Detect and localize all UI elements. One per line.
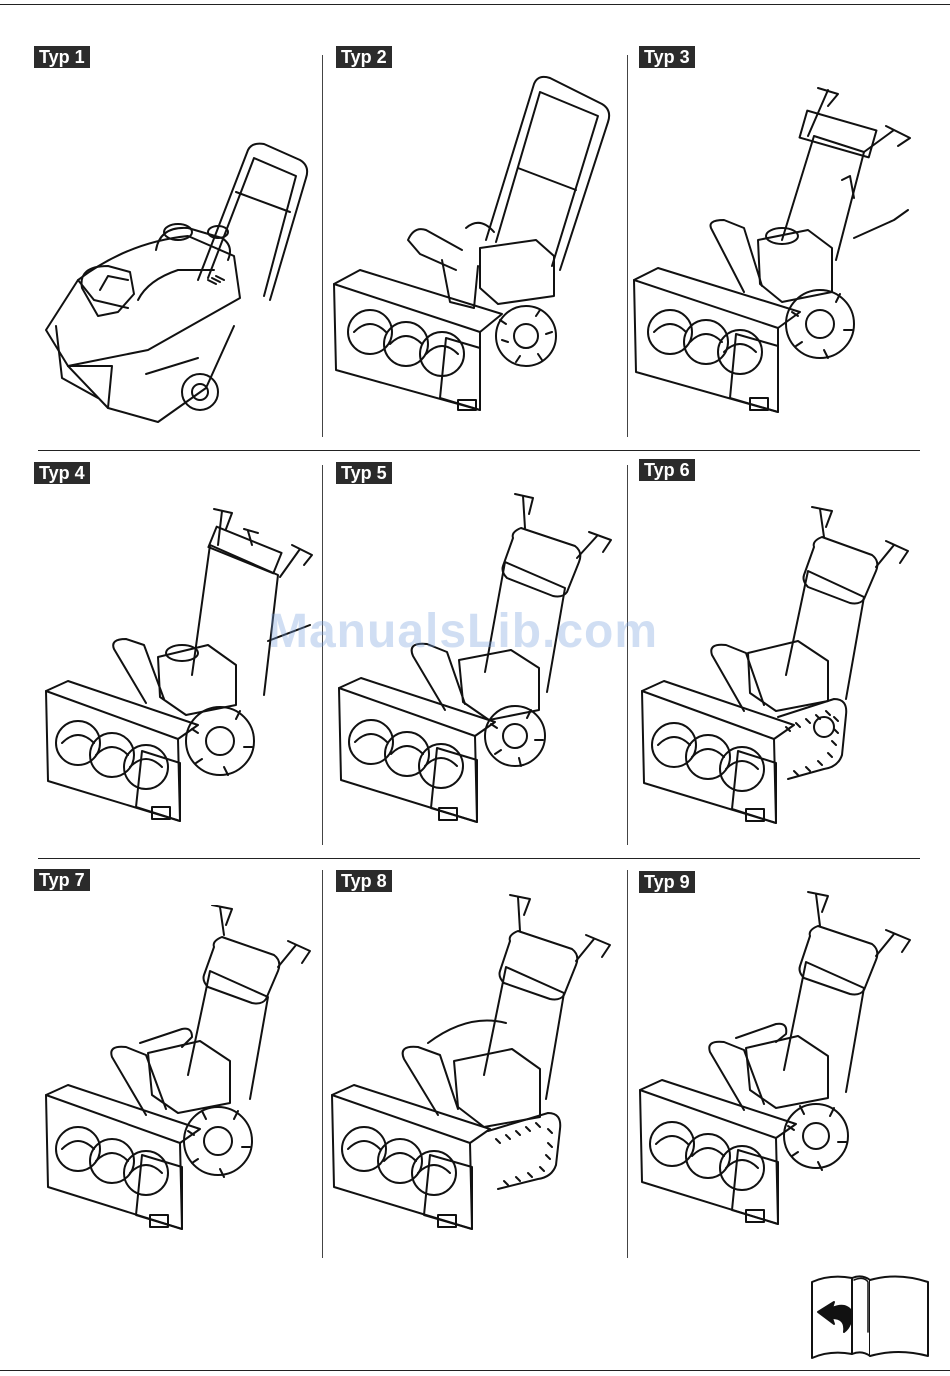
type-label: Typ 4	[34, 462, 90, 484]
snowblower-illustration-typ2	[330, 70, 620, 430]
row-divider-2	[38, 858, 920, 859]
type-label: Typ 1	[34, 46, 90, 68]
type-label: Typ 3	[639, 46, 695, 68]
col-divider	[627, 870, 628, 1258]
row-divider-1	[38, 450, 920, 451]
snowblower-illustration-typ5	[335, 492, 625, 842]
type-label: Typ 5	[336, 462, 392, 484]
snowblower-illustration-typ6	[638, 505, 920, 840]
type-label: Typ 8	[336, 870, 392, 892]
type-label: Typ 7	[34, 869, 90, 891]
snowblower-illustration-typ9	[636, 890, 920, 1240]
top-rule	[0, 4, 950, 5]
snowblower-illustration-typ8	[328, 893, 620, 1245]
snowblower-illustration-typ1	[38, 130, 318, 430]
watermark: ManualsLib.com	[268, 604, 658, 659]
type-label: Typ 2	[336, 46, 392, 68]
col-divider	[322, 55, 323, 437]
snowblower-illustration-typ7	[42, 905, 322, 1245]
snowblower-illustration-typ3	[632, 80, 922, 430]
bottom-rule	[0, 1370, 950, 1371]
snowblower-illustration-typ4	[42, 505, 322, 835]
col-divider	[627, 55, 628, 437]
col-divider	[322, 870, 323, 1258]
open-book-turn-page-icon	[808, 1272, 934, 1360]
type-label: Typ 6	[639, 459, 695, 481]
